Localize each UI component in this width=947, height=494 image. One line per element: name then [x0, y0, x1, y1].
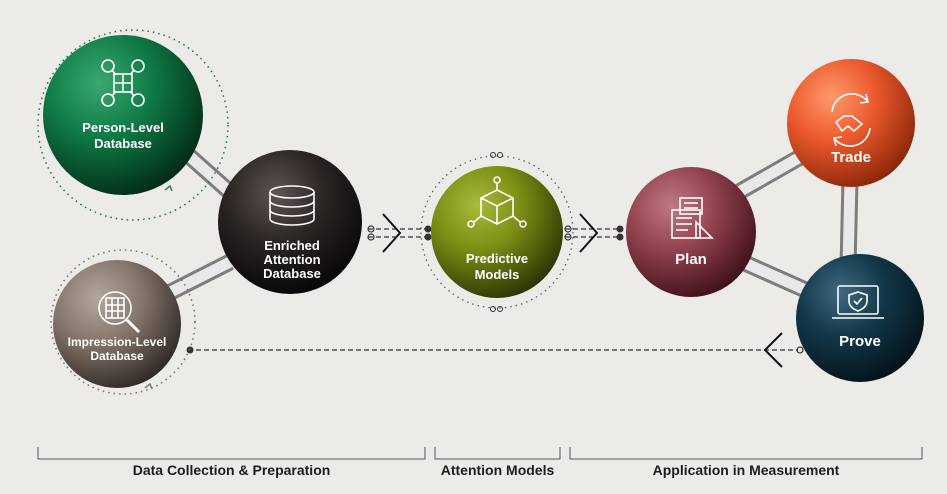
- enriched-label-line1: Enriched: [264, 238, 320, 253]
- node-enriched-attention-database: Enriched Attention Database: [218, 150, 362, 294]
- trade-label: Trade: [831, 149, 871, 166]
- orbit-rings: [37, 29, 574, 395]
- enriched-label-line2: Attention: [263, 252, 320, 267]
- node-plan: Plan: [626, 167, 756, 297]
- flow-connector-models-to-plan: [564, 213, 624, 253]
- magnifier-grid-icon: [98, 291, 141, 334]
- flow-connector-enriched-to-models: [367, 213, 432, 253]
- node-trade: Trade: [787, 59, 915, 187]
- node-person-level-database: Person-Level Database: [43, 35, 203, 195]
- node-impression-level-database: Impression-Level Database: [53, 260, 181, 388]
- section-label-application: Application in Measurement: [652, 462, 840, 478]
- section-brackets: [37, 447, 923, 460]
- flow-connector-prove-to-impression: [186, 332, 804, 368]
- laptop-shield-icon: [832, 285, 884, 319]
- plan-documents-icon: [671, 197, 714, 239]
- people-network-icon: [101, 59, 145, 107]
- node-prove: Prove: [796, 254, 924, 382]
- section-label-attention-models: Attention Models: [440, 462, 555, 478]
- cube-network-icon: [467, 176, 527, 228]
- section-label-data-collection: Data Collection & Preparation: [132, 462, 331, 478]
- database-icon: [269, 185, 315, 226]
- prove-label: Prove: [839, 333, 881, 350]
- person-level-label-line2: Database: [94, 136, 152, 151]
- impression-level-label-line2: Database: [90, 349, 144, 363]
- plan-label: Plan: [675, 251, 707, 268]
- predictive-label-line2: Models: [475, 267, 520, 282]
- predictive-label-line1: Predictive: [466, 251, 528, 266]
- handshake-icon: [831, 93, 871, 147]
- person-level-label-line1: Person-Level: [82, 120, 164, 135]
- impression-level-label-line1: Impression-Level: [68, 335, 167, 349]
- enriched-label-line3: Database: [263, 266, 321, 281]
- node-predictive-models: Predictive Models: [431, 166, 563, 298]
